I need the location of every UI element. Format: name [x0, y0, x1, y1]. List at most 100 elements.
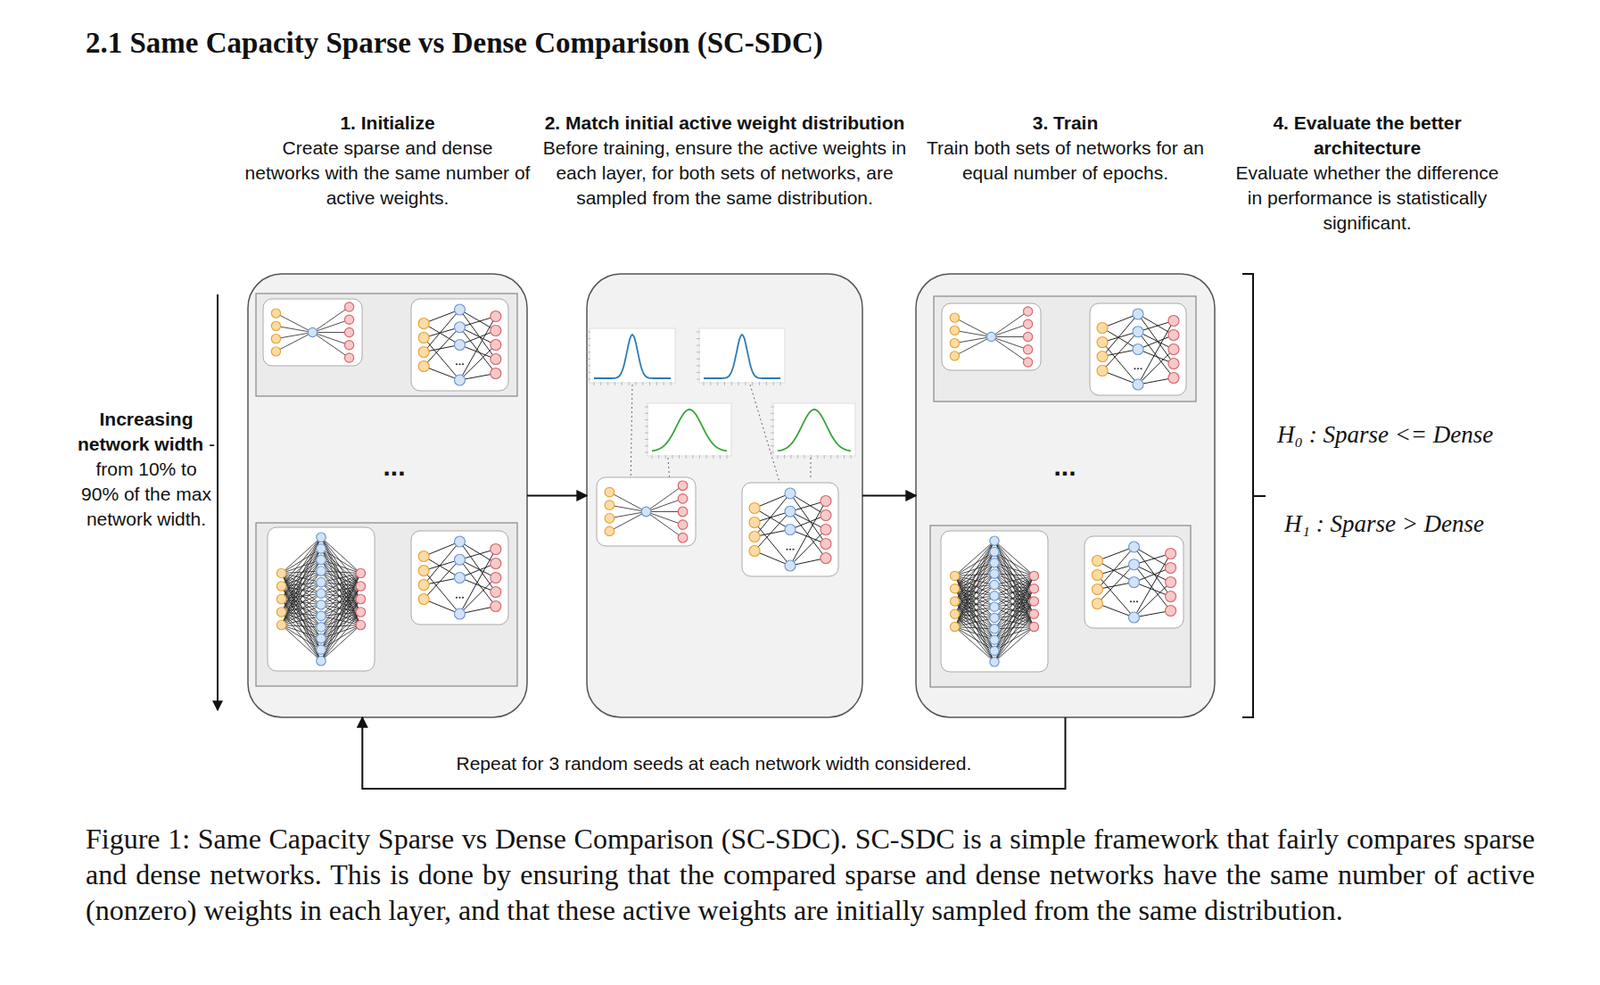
hypothesis: H₁ : Sparse > Dense — [1284, 508, 1485, 539]
ellipsis-dot — [455, 596, 458, 599]
hidden-neuron — [316, 566, 327, 577]
hidden-neuron — [316, 655, 327, 666]
weight-line — [994, 573, 1034, 576]
input-neuron — [949, 584, 959, 594]
input-neuron — [749, 503, 760, 514]
output-neuron — [1165, 562, 1177, 574]
ellipsis-dot — [458, 596, 461, 599]
output-neuron — [820, 510, 832, 521]
input-neuron — [1096, 351, 1108, 363]
ellipsis-dot — [455, 362, 458, 365]
axis-tick — [783, 454, 785, 459]
axis-tick — [738, 381, 740, 386]
hidden-neuron — [316, 610, 327, 621]
hidden-neuron — [316, 532, 327, 543]
weight-line — [994, 613, 1034, 662]
input-neuron — [749, 545, 760, 557]
step-description: Evaluate whether the difference in perfo… — [1233, 160, 1502, 236]
axis-tick — [644, 445, 649, 446]
hidden-neuron — [1129, 577, 1140, 588]
hidden-neuron — [784, 487, 796, 499]
axis-tick — [586, 364, 591, 366]
output-neuron — [355, 619, 366, 630]
input-neuron — [418, 346, 429, 358]
axis-tick — [790, 454, 792, 459]
axis-tick — [658, 454, 660, 459]
input-neuron — [276, 607, 287, 618]
hidden-neuron — [1129, 541, 1140, 553]
weight-line — [994, 626, 1034, 652]
output-neuron — [677, 532, 688, 543]
axis-tick — [593, 381, 595, 386]
axis-tick — [773, 381, 775, 386]
hidden-neuron — [989, 569, 999, 578]
weight-line — [955, 575, 995, 651]
step-header: 1. InitializeCreate sparse and dense net… — [245, 110, 531, 211]
input-neuron — [1091, 584, 1103, 595]
hidden-neuron — [989, 546, 999, 556]
weight-line — [991, 337, 1029, 363]
input-neuron — [949, 351, 959, 361]
input-neuron — [949, 609, 959, 619]
axis-tick — [644, 432, 649, 434]
network-frame — [940, 530, 1048, 672]
weight-line — [955, 551, 995, 614]
weight-line — [994, 601, 1034, 662]
weight-line — [955, 575, 995, 661]
input-neuron — [1091, 569, 1103, 581]
weight-line — [321, 625, 361, 661]
input-neuron — [1091, 555, 1103, 567]
output-neuron — [1168, 329, 1180, 341]
weight-line — [646, 485, 684, 512]
weight-line — [321, 599, 361, 639]
weight-line — [994, 626, 1034, 662]
distribution-curve — [651, 409, 727, 451]
output-neuron — [490, 544, 502, 555]
axis-tick — [665, 454, 667, 459]
axis-tick — [644, 412, 649, 414]
weight-line — [955, 588, 995, 652]
weight-line — [281, 599, 322, 651]
axis-tick — [685, 454, 687, 459]
axis-tick — [770, 452, 775, 454]
weight-line — [321, 559, 361, 586]
output-neuron — [355, 568, 366, 578]
axis-tick — [642, 381, 644, 386]
hidden-neuron — [454, 304, 466, 315]
input-neuron — [276, 593, 287, 604]
hidden-neuron — [989, 624, 999, 634]
axis-tick — [751, 381, 753, 386]
axis-tick — [621, 381, 623, 386]
hidden-neuron — [454, 572, 466, 584]
input-neuron — [271, 346, 281, 356]
weight-line — [281, 548, 322, 612]
axis-tick — [777, 454, 779, 459]
hidden-neuron — [784, 560, 796, 571]
axis-tick — [770, 412, 775, 414]
weight-line — [646, 511, 684, 526]
input-neuron — [276, 568, 287, 578]
step-description: Before training, ensure the active weigh… — [533, 135, 917, 211]
output-neuron — [1029, 609, 1039, 619]
output-neuron — [820, 538, 832, 550]
axis-tick — [644, 425, 649, 427]
axis-note-heading: Increasing network width — [77, 408, 204, 454]
hidden-neuron — [454, 374, 466, 386]
ellipsis-mark: ... — [1029, 453, 1101, 480]
weight-line — [321, 611, 361, 661]
weight-line — [313, 332, 350, 346]
input-neuron — [949, 338, 959, 348]
axis-tick — [724, 381, 726, 386]
output-neuron — [490, 311, 502, 322]
output-neuron — [677, 494, 688, 504]
hidden-neuron — [454, 321, 466, 333]
output-neuron — [1165, 591, 1177, 603]
axis-tick — [703, 381, 705, 386]
weight-line — [646, 511, 684, 538]
plot-frame — [589, 328, 676, 383]
output-neuron — [820, 524, 832, 536]
weight-line — [994, 588, 1034, 652]
axis-tick — [678, 454, 680, 459]
weight-line — [955, 613, 995, 640]
output-neuron — [490, 558, 502, 570]
